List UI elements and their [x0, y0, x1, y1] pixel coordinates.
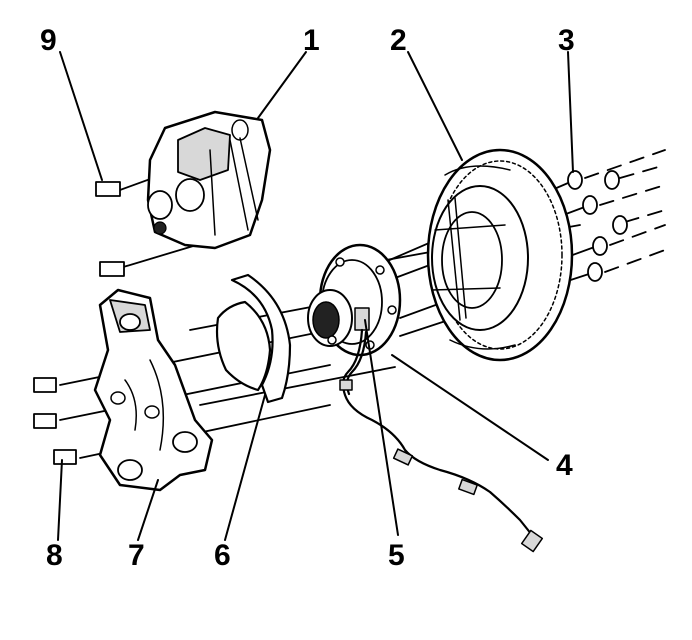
- knuckle-bolts: [33, 377, 77, 465]
- wheel-speed-sensor-harness: [339, 307, 544, 553]
- callout-1: 1: [303, 24, 320, 57]
- brake-caliper: [146, 110, 272, 250]
- callout-labels: 1 2 3 4 5 6 7 8 9: [40, 24, 575, 572]
- hub-bearing-assembly: [307, 243, 402, 357]
- brake-shield: [215, 273, 292, 404]
- leader-lines: [57, 51, 574, 541]
- callout-3: 3: [558, 24, 575, 57]
- lug-nuts: [567, 170, 628, 282]
- dashed-guide-lines: [584, 149, 666, 273]
- callout-8: 8: [46, 539, 63, 572]
- callout-6: 6: [214, 539, 231, 572]
- callout-7: 7: [128, 539, 145, 572]
- callout-5: 5: [388, 539, 405, 572]
- callout-2: 2: [390, 24, 407, 57]
- callout-9: 9: [40, 24, 57, 57]
- brake-rotor: [426, 148, 574, 362]
- callout-4: 4: [556, 449, 573, 482]
- caliper-bolts: [95, 181, 125, 277]
- steering-knuckle: [93, 288, 214, 492]
